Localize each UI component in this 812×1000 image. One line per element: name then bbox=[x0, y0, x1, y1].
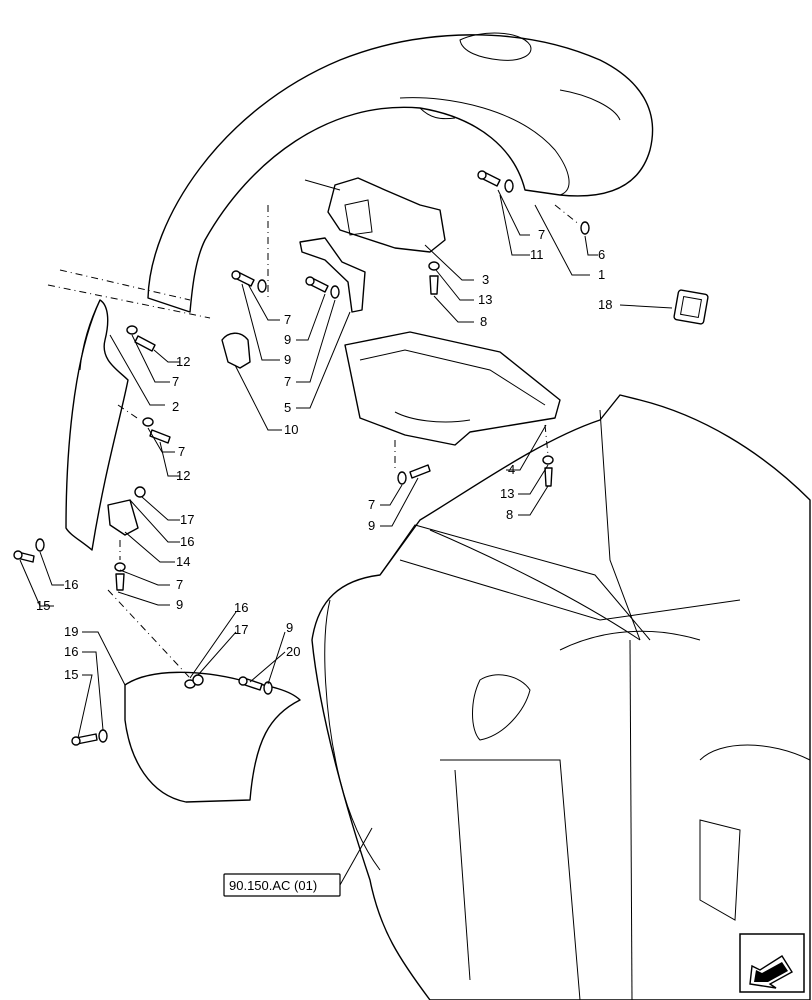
callout-label: 7 bbox=[284, 312, 291, 327]
callout-label: 16 bbox=[64, 577, 78, 592]
callout-label: 1 bbox=[598, 267, 605, 282]
bolt-icon bbox=[231, 270, 255, 287]
washer-icon bbox=[142, 417, 154, 427]
callout-labels: 1 2 3 4 5 6 7 7 7 7 7 7 7 8 8 9 9 9 9 9 … bbox=[36, 227, 612, 682]
washer-icon bbox=[397, 471, 407, 485]
nut-icon bbox=[134, 486, 146, 498]
construction-lines bbox=[47, 204, 581, 679]
flap-part-2 bbox=[65, 299, 129, 551]
bolt-icon bbox=[429, 275, 439, 295]
callout-label: 9 bbox=[286, 620, 293, 635]
washer-icon bbox=[114, 562, 126, 572]
callout-label: 12 bbox=[176, 468, 190, 483]
fender-part-1 bbox=[147, 32, 654, 313]
reference-label: 90.150.AC (01) bbox=[229, 878, 317, 893]
washer-icon bbox=[428, 261, 440, 271]
callout-label: 17 bbox=[180, 512, 194, 527]
callout-label: 4 bbox=[508, 462, 515, 477]
bolt-icon bbox=[544, 467, 553, 487]
mudguard-part-19 bbox=[124, 671, 301, 803]
bolt-icon bbox=[409, 464, 431, 479]
callout-label: 3 bbox=[482, 272, 489, 287]
callout-label: 13 bbox=[478, 292, 492, 307]
bolt-icon bbox=[238, 676, 263, 691]
washer-icon bbox=[542, 455, 554, 465]
callout-label: 11 bbox=[530, 247, 544, 262]
bolt-icon bbox=[477, 170, 501, 187]
washer-icon bbox=[580, 221, 590, 235]
callout-label: 13 bbox=[500, 486, 514, 501]
bolt-icon bbox=[305, 276, 329, 293]
washer-icon bbox=[98, 729, 108, 743]
callout-label: 7 bbox=[176, 577, 183, 592]
callout-label: 7 bbox=[178, 444, 185, 459]
washer-icon bbox=[330, 285, 340, 299]
clip-part-10 bbox=[221, 332, 251, 369]
leader-lines bbox=[19, 189, 673, 886]
reference-callout[interactable]: 90.150.AC (01) bbox=[223, 873, 341, 897]
bolt-icon bbox=[115, 573, 125, 591]
bolt-icon bbox=[71, 733, 98, 746]
callout-label: 18 bbox=[598, 297, 612, 312]
grommet-part-18 bbox=[673, 289, 709, 325]
callout-label: 6 bbox=[598, 247, 605, 262]
callout-label: 15 bbox=[36, 598, 50, 613]
callout-label: 10 bbox=[284, 422, 298, 437]
callout-label: 20 bbox=[286, 644, 300, 659]
bolt-icon bbox=[149, 429, 171, 444]
washer-icon bbox=[35, 538, 45, 552]
bracket-part-14 bbox=[107, 499, 139, 536]
callout-label: 9 bbox=[368, 518, 375, 533]
callout-label: 8 bbox=[506, 507, 513, 522]
callout-label: 17 bbox=[234, 622, 248, 637]
tray-part-4 bbox=[344, 331, 561, 446]
callout-label: 12 bbox=[176, 354, 190, 369]
cab-frame bbox=[311, 394, 811, 1000]
callout-label: 7 bbox=[284, 374, 291, 389]
washer-icon bbox=[263, 681, 273, 695]
callout-label: 16 bbox=[64, 644, 78, 659]
callout-label: 16 bbox=[234, 600, 248, 615]
callout-label: 7 bbox=[172, 374, 179, 389]
bracket-part-3 bbox=[304, 177, 446, 253]
fasteners bbox=[13, 170, 590, 746]
bolt-icon bbox=[134, 335, 156, 352]
bracket-part-5 bbox=[299, 237, 366, 313]
callout-label: 9 bbox=[284, 352, 291, 367]
callout-label: 7 bbox=[368, 497, 375, 512]
callout-label: 9 bbox=[284, 332, 291, 347]
callout-label: 9 bbox=[176, 597, 183, 612]
callout-label: 8 bbox=[480, 314, 487, 329]
bolt-icon bbox=[13, 550, 35, 563]
callout-label: 19 bbox=[64, 624, 78, 639]
callout-label: 7 bbox=[538, 227, 545, 242]
callout-label: 5 bbox=[284, 400, 291, 415]
washer-icon bbox=[126, 325, 138, 335]
callout-label: 16 bbox=[180, 534, 194, 549]
nut-icon bbox=[192, 674, 204, 686]
callout-label: 2 bbox=[172, 399, 179, 414]
washer-icon bbox=[504, 179, 514, 193]
callout-label: 14 bbox=[176, 554, 190, 569]
washer-icon bbox=[257, 279, 267, 293]
callout-label: 15 bbox=[64, 667, 78, 682]
next-page-arrow-icon[interactable] bbox=[739, 933, 805, 993]
